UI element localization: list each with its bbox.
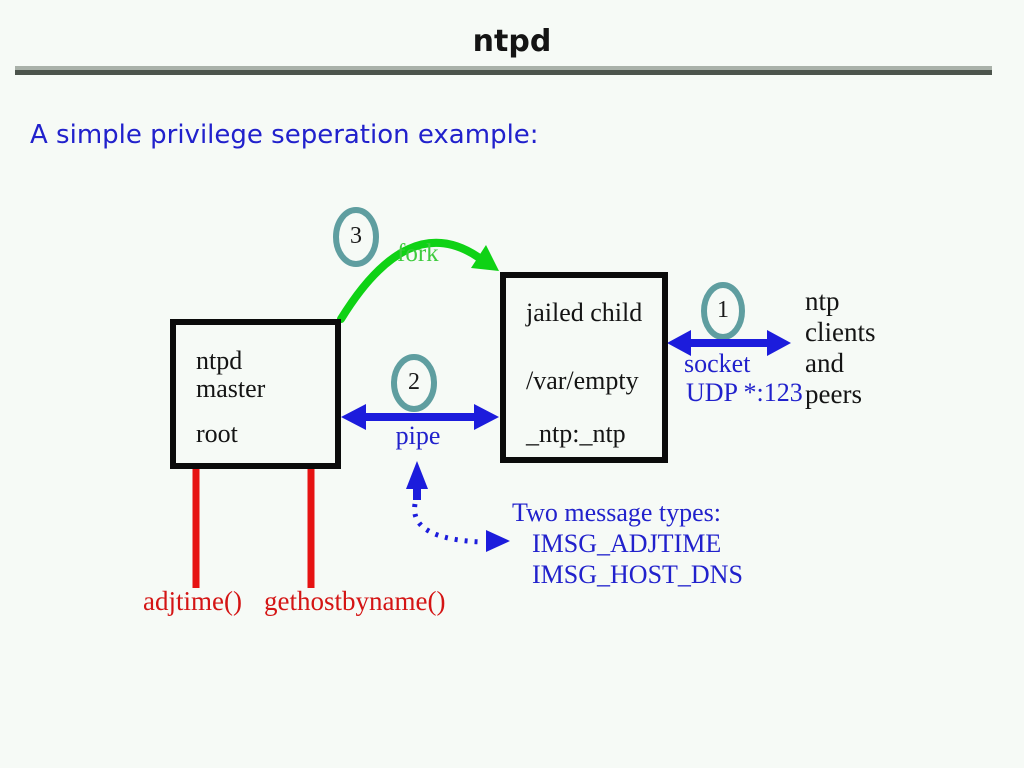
child-box-line: /var/empty	[526, 366, 639, 395]
step-badge-1: 1	[717, 297, 729, 323]
ntp-peers-line: ntp	[805, 286, 840, 316]
child-box-line: _ntp:_ntp	[526, 419, 626, 448]
master-box-line: ntpd	[196, 346, 243, 375]
ntp-peers-line: and	[805, 348, 844, 378]
slide-heading: A simple privilege seperation example:	[30, 120, 539, 150]
page-title: ntpd	[472, 24, 552, 59]
udp-port-label: UDP *:123	[686, 378, 803, 407]
messages-arrowhead-right-icon	[486, 530, 510, 552]
master-box-line: master	[196, 374, 266, 403]
message-types-title: Two message types:	[512, 498, 722, 527]
fork-label: fork	[397, 240, 439, 267]
socket-arrowhead-right-icon	[767, 330, 791, 356]
master-box-line: root	[196, 419, 238, 448]
message-type-item: IMSG_HOST_DNS	[532, 560, 743, 589]
pipe-arrowhead-right-icon	[474, 404, 499, 430]
adjtime-label: adjtime()	[143, 586, 242, 616]
messages-dotted-curve	[412, 503, 483, 545]
pipe-arrowhead-left-icon	[341, 404, 366, 430]
ntpd-master-box: ntpd master root	[170, 319, 341, 469]
pipe-label: pipe	[395, 421, 441, 450]
ntp-peers-text: ntp clients and peers	[805, 286, 875, 410]
step-badge-3: 3	[350, 223, 362, 249]
divider-light-stripe	[15, 66, 992, 70]
message-type-item: IMSG_ADJTIME	[532, 529, 722, 558]
socket-label: socket	[684, 349, 751, 378]
divider-dark-stripe	[15, 70, 992, 75]
ntp-peers-line: peers	[805, 379, 862, 409]
child-box-line: jailed child	[526, 298, 643, 327]
step-badge-2: 2	[408, 369, 420, 395]
title-divider	[15, 66, 992, 75]
jailed-child-box: jailed child /var/empty _ntp:_ntp	[500, 272, 668, 463]
messages-arrowhead-up-icon	[406, 461, 428, 489]
fork-arrowhead-icon	[471, 245, 499, 271]
gethostbyname-label: gethostbyname()	[264, 586, 446, 616]
ntp-peers-line: clients	[805, 317, 876, 347]
